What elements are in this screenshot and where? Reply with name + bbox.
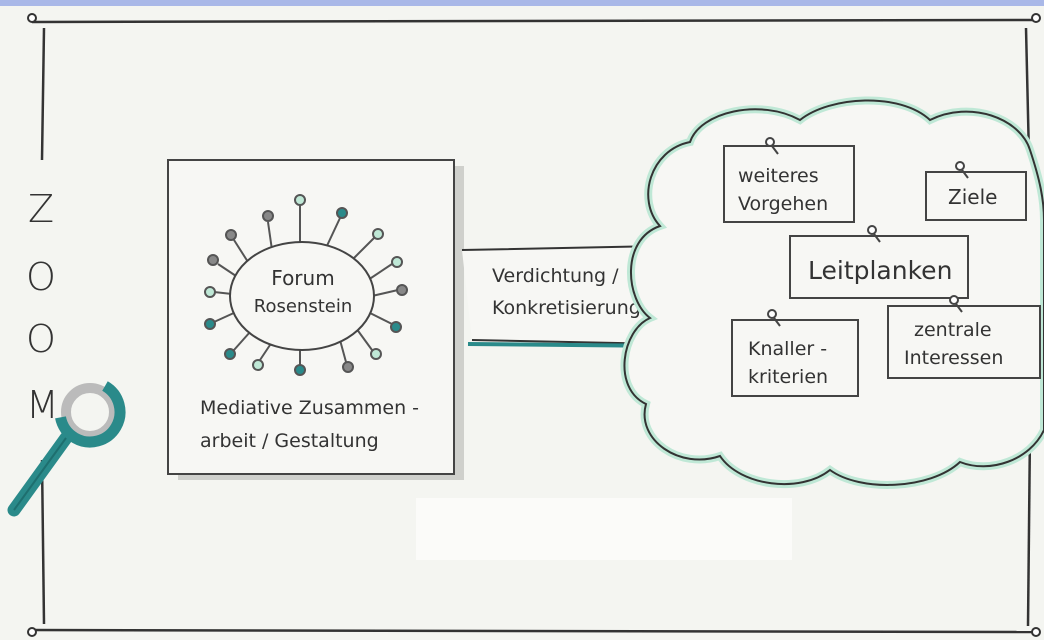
forum-caption-line1: Mediative Zusammen - (200, 397, 419, 419)
note-knaller-line2: kriterien (748, 366, 828, 388)
forum-caption-line2: arbeit / Gestaltung (200, 430, 379, 452)
note-zentrale-interessen (887, 295, 1041, 379)
forum-label-line1: Forum (271, 266, 334, 290)
zoom-letter-m: M (26, 383, 59, 427)
note-weiteres-line1: weiteres (738, 165, 819, 187)
note-ziele (925, 161, 1027, 221)
forum-network (204, 194, 408, 376)
blank-patch (416, 498, 792, 560)
note-weiteres-line2: Vorgehen (738, 193, 828, 215)
frame-pins (27, 13, 1041, 637)
zoom-label: Z O O M (26, 187, 59, 427)
zoom-letter-z: Z (28, 187, 54, 231)
outer-frame (29, 18, 1041, 634)
note-leitplanken (789, 225, 969, 299)
note-ziele-text: Ziele (948, 185, 997, 209)
arrow-label-line2: Konkretisierung (492, 297, 641, 319)
note-knallerkriterien (731, 309, 859, 397)
note-leitplanken-text: Leitplanken (808, 256, 952, 285)
arrow-label-line1: Verdichtung / (492, 265, 619, 287)
note-zentrale-line1: zentrale (914, 319, 992, 341)
note-zentrale-line2: Interessen (904, 347, 1003, 369)
note-weiteres-vorgehen (723, 137, 855, 223)
top-bar (0, 0, 1044, 6)
magnifier-icon (7, 376, 126, 517)
zoom-letter-o2: O (26, 317, 56, 361)
zoom-letter-o1: O (26, 255, 56, 299)
note-knaller-line1: Knaller - (748, 338, 827, 360)
forum-label-line2: Rosenstein (254, 296, 353, 317)
